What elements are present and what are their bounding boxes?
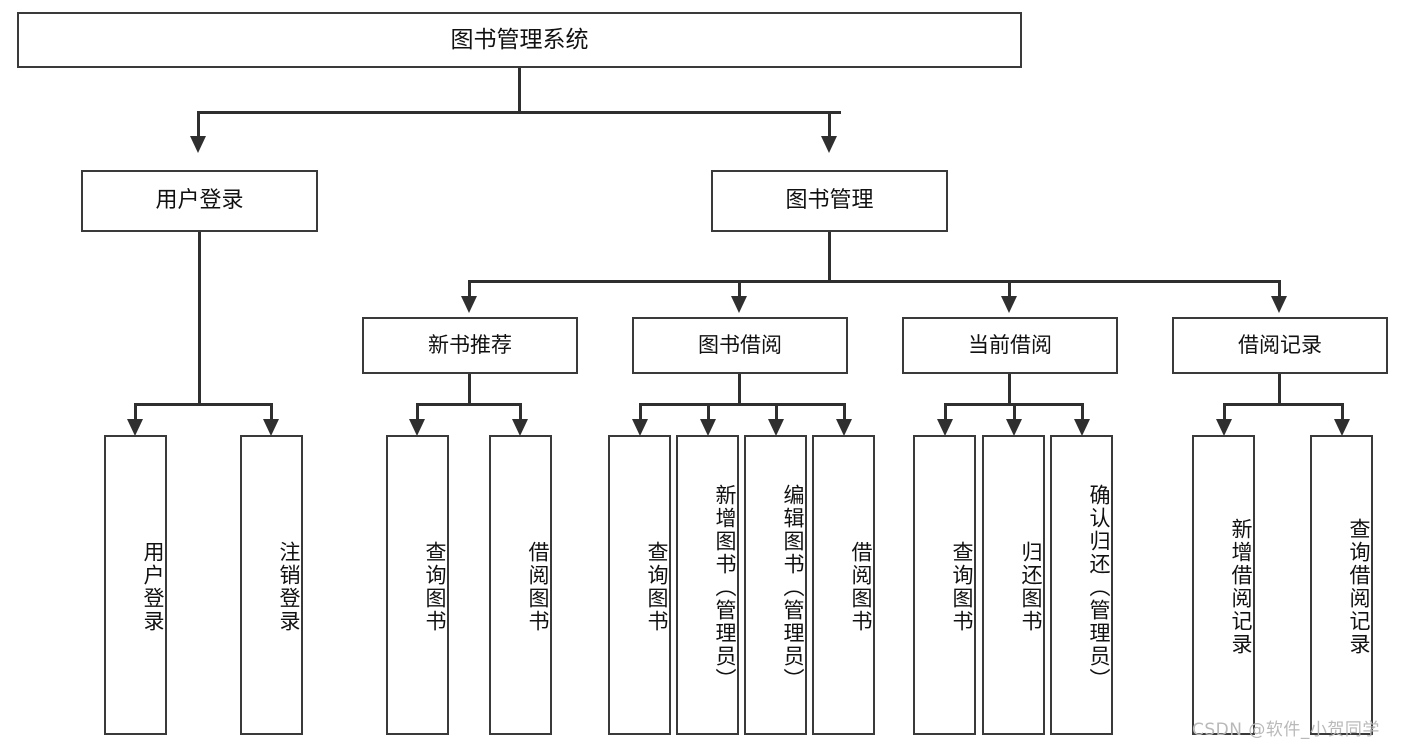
node-new-book-recommend[interactable]: 新书推荐 [362, 317, 578, 374]
leaf-label: 借阅图书 [849, 541, 873, 633]
leaf-label: 新增借阅记录 [1229, 518, 1253, 656]
leaf-user-login[interactable]: 用户登录 [104, 435, 167, 735]
node-user-login[interactable]: 用户登录 [81, 170, 318, 232]
arrowhead-bb-3 [768, 419, 784, 436]
connector-root-to-book-management [828, 111, 831, 139]
node-book-management[interactable]: 图书管理 [711, 170, 948, 232]
node-current-borrow[interactable]: 当前借阅 [902, 317, 1118, 374]
arrowhead-cb-2 [1006, 419, 1022, 436]
connector-root-stem [518, 68, 521, 113]
arrowhead-borrow-record [1271, 296, 1287, 313]
connector-user-login-bus [134, 403, 272, 406]
connector-nbr-drop-2 [519, 403, 522, 425]
connector-br-drop-2 [1341, 403, 1344, 425]
connector-user-login-drop-2 [270, 403, 273, 425]
leaf-br-add-record[interactable]: 新增借阅记录 [1192, 435, 1255, 735]
connector-bm-drop-borrow-record [1278, 280, 1281, 302]
connector-nbr-bus [416, 403, 522, 406]
connector-book-management-stem [828, 232, 831, 282]
arrowhead-current-borrow [1001, 296, 1017, 313]
leaf-cb-query-book[interactable]: 查询图书 [913, 435, 976, 735]
arrowhead-bb-4 [836, 419, 852, 436]
leaf-label: 确认归还（管理员） [1087, 483, 1111, 691]
leaf-bb-edit-book-admin[interactable]: 编辑图书（管理员） [744, 435, 807, 735]
arrowhead-br-2 [1334, 419, 1350, 436]
connector-bb-stem [738, 374, 741, 405]
leaf-logout[interactable]: 注销登录 [240, 435, 303, 735]
connector-root-bus [197, 111, 841, 114]
leaf-label: 查询借阅记录 [1347, 518, 1371, 656]
arrowhead-to-user-login [190, 136, 206, 153]
leaf-cb-return-book[interactable]: 归还图书 [982, 435, 1045, 735]
connector-bb-drop-3 [775, 403, 778, 425]
csdn-watermark: CSDN @软件_小贺同学 [1192, 720, 1380, 740]
connector-cb-drop-3 [1081, 403, 1084, 425]
connector-user-login-drop-1 [134, 403, 137, 425]
arrowhead-to-book-management [821, 136, 837, 153]
connector-bb-drop-2 [707, 403, 710, 425]
leaf-bb-query-book[interactable]: 查询图书 [608, 435, 671, 735]
connector-nbr-stem [468, 374, 471, 405]
leaf-label: 借阅图书 [526, 541, 550, 633]
connector-book-management-bus [468, 280, 1278, 283]
arrowhead-nbr-2 [512, 419, 528, 436]
node-label: 当前借阅 [968, 333, 1052, 358]
connector-user-login-stem [198, 232, 201, 405]
node-book-borrow[interactable]: 图书借阅 [632, 317, 848, 374]
arrowhead-cb-1 [937, 419, 953, 436]
node-label: 图书借阅 [698, 333, 782, 358]
leaf-cb-confirm-return-admin[interactable]: 确认归还（管理员） [1050, 435, 1113, 735]
leaf-label: 用户登录 [141, 541, 165, 633]
arrowhead-cb-3 [1074, 419, 1090, 436]
leaf-bb-add-book-admin[interactable]: 新增图书（管理员） [676, 435, 739, 735]
node-borrow-record[interactable]: 借阅记录 [1172, 317, 1388, 374]
connector-bb-drop-4 [843, 403, 846, 425]
leaf-bb-borrow-book[interactable]: 借阅图书 [812, 435, 875, 735]
arrowhead-new-book-recommend [461, 296, 477, 313]
node-label: 新书推荐 [428, 333, 512, 358]
node-label: 图书管理 [785, 188, 874, 214]
leaf-label: 归还图书 [1019, 541, 1043, 633]
connector-br-drop-1 [1223, 403, 1226, 425]
arrowhead-book-borrow [731, 296, 747, 313]
arrowhead-user-login-1 [127, 419, 143, 436]
node-root-book-management-system[interactable]: 图书管理系统 [17, 12, 1022, 68]
connector-bm-drop-new-book [468, 280, 471, 302]
connector-bm-drop-book-borrow [738, 280, 741, 302]
connector-bb-bus [639, 403, 845, 406]
connector-cb-stem [1008, 374, 1011, 405]
leaf-label: 查询图书 [950, 541, 974, 633]
leaf-label: 新增图书（管理员） [713, 483, 737, 691]
connector-bm-drop-current-borrow [1008, 280, 1011, 302]
connector-br-bus [1223, 403, 1343, 406]
connector-cb-drop-1 [944, 403, 947, 425]
connector-br-stem [1278, 374, 1281, 405]
leaf-label: 注销登录 [277, 541, 301, 633]
node-label: 借阅记录 [1238, 333, 1322, 358]
arrowhead-user-login-2 [263, 419, 279, 436]
connector-bb-drop-1 [639, 403, 642, 425]
arrowhead-br-1 [1216, 419, 1232, 436]
leaf-nbr-borrow-book[interactable]: 借阅图书 [489, 435, 552, 735]
leaf-nbr-query-book[interactable]: 查询图书 [386, 435, 449, 735]
leaf-label: 查询图书 [423, 541, 447, 633]
leaf-br-query-record[interactable]: 查询借阅记录 [1310, 435, 1373, 735]
connector-cb-drop-2 [1013, 403, 1016, 425]
connector-nbr-drop-1 [416, 403, 419, 425]
arrowhead-bb-1 [632, 419, 648, 436]
arrowhead-nbr-1 [409, 419, 425, 436]
connector-root-to-user-login [197, 111, 200, 139]
node-label: 用户登录 [155, 188, 244, 214]
leaf-label: 编辑图书（管理员） [781, 483, 805, 691]
leaf-label: 查询图书 [645, 541, 669, 633]
arrowhead-bb-2 [700, 419, 716, 436]
node-label: 图书管理系统 [450, 26, 589, 53]
